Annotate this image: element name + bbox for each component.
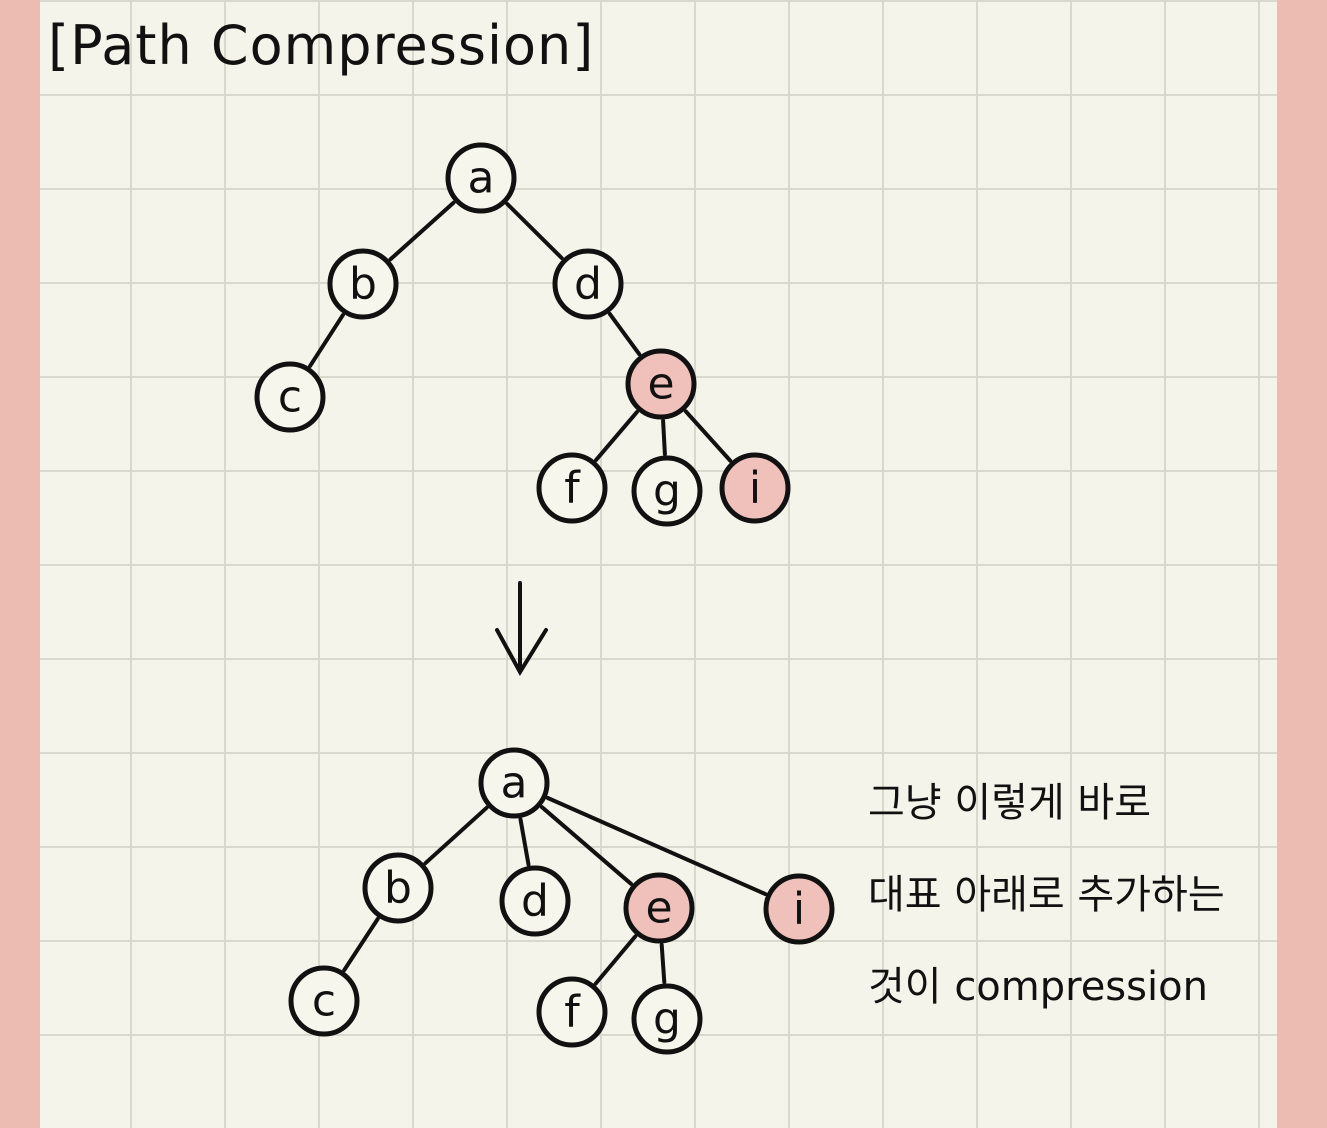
before-node-e: e (625, 348, 697, 420)
after-node-c: c (288, 965, 360, 1037)
after-node-circle-e (623, 872, 695, 944)
before-node-c: c (254, 361, 326, 433)
after-node-label-c: c (312, 976, 336, 1027)
before-node-label-c: c (278, 372, 302, 423)
before-node-circle-d (552, 248, 624, 320)
before-node-circle-e (625, 348, 697, 420)
before-node-f: f (536, 452, 608, 524)
after-tree-edges (342, 796, 768, 986)
after-edge-a-e (540, 805, 633, 886)
before-node-circle-f (536, 452, 608, 524)
before-node-circle-c (254, 361, 326, 433)
note-line-3: 것이 compression (868, 964, 1208, 1010)
after-node-label-g: g (653, 994, 681, 1045)
after-edge-a-i (545, 796, 768, 896)
before-edge-e-i (683, 409, 733, 463)
before-node-i: i (719, 452, 791, 524)
before-edge-d-e (607, 311, 642, 357)
before-node-label-f: f (564, 463, 581, 514)
before-edge-a-d (505, 202, 564, 260)
before-edge-b-c (308, 313, 345, 368)
after-edge-a-d (518, 817, 531, 867)
after-node-label-f: f (564, 987, 581, 1038)
after-node-label-b: b (384, 863, 412, 914)
before-edge-a-b (388, 200, 456, 262)
before-edge-e-g (661, 418, 667, 457)
after-node-d: d (499, 865, 571, 937)
before-tree-edges (308, 200, 733, 463)
before-node-circle-g (631, 455, 703, 527)
note-line-1: 그냥 이렇게 바로 (868, 780, 1152, 826)
before-node-g: g (631, 455, 703, 527)
before-tree: a b d c e f g i (254, 142, 791, 527)
before-node-label-a: a (468, 153, 495, 204)
after-node-i: i (763, 873, 835, 945)
before-node-d: d (552, 248, 624, 320)
after-node-circle-a (478, 747, 550, 819)
after-node-circle-d (499, 865, 571, 937)
left-margin (0, 0, 40, 1128)
after-node-circle-g (631, 983, 703, 1055)
arrow-down-icon (495, 581, 548, 676)
after-node-b: b (362, 852, 434, 924)
before-node-b: b (327, 248, 399, 320)
after-node-circle-c (288, 965, 360, 1037)
before-node-circle-a (445, 142, 517, 214)
after-edge-b-c (342, 917, 380, 972)
after-edge-e-f (593, 934, 638, 986)
after-node-f: f (536, 976, 608, 1048)
after-node-circle-b (362, 852, 434, 924)
after-node-a: a (478, 747, 550, 819)
after-node-circle-i (763, 873, 835, 945)
after-edge-e-g (659, 942, 667, 985)
right-margin (1277, 0, 1327, 1128)
explanation-note: 그냥 이렇게 바로 대표 아래로 추가하는 것이 compression (868, 772, 1278, 1048)
before-edge-e-f (594, 410, 639, 462)
after-edge-a-b (423, 805, 489, 866)
page-title: [Path Compression] (48, 14, 595, 77)
after-node-label-a: a (501, 758, 528, 809)
after-node-label-e: e (645, 883, 672, 934)
after-tree: a b d e i c f g (288, 747, 835, 1055)
before-node-label-g: g (653, 466, 681, 517)
before-node-circle-b (327, 248, 399, 320)
after-node-label-d: d (521, 876, 549, 927)
after-node-circle-f (536, 976, 608, 1048)
before-node-label-e: e (647, 359, 674, 410)
before-node-label-d: d (574, 259, 602, 310)
before-node-circle-i (719, 452, 791, 524)
after-node-label-i: i (793, 884, 805, 935)
after-node-g: g (631, 983, 703, 1055)
before-node-label-b: b (349, 259, 377, 310)
before-node-a: a (445, 142, 517, 214)
after-node-e: e (623, 872, 695, 944)
before-node-label-i: i (749, 463, 761, 514)
note-line-2: 대표 아래로 추가하는 (868, 872, 1225, 918)
